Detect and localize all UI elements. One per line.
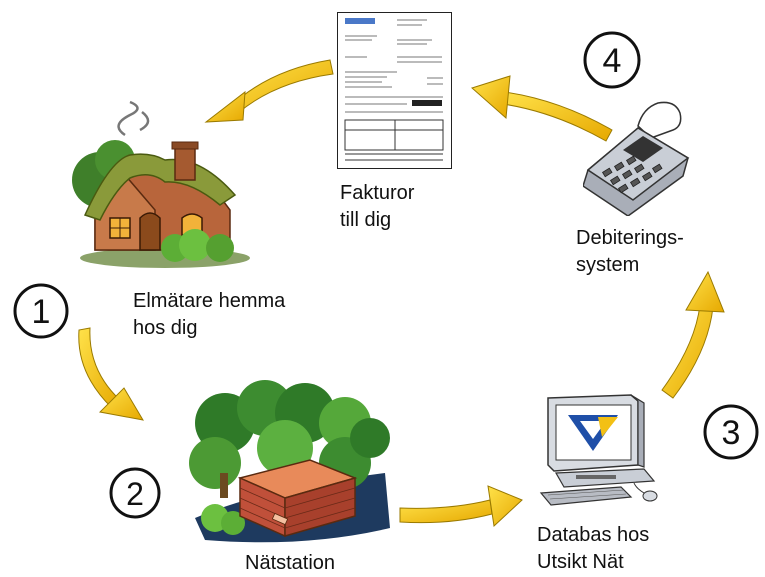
- invoice-label: Fakturor till dig: [340, 180, 414, 234]
- step-number-2: 2: [108, 466, 162, 520]
- computer-label-line2: Utsikt Nät: [537, 551, 624, 573]
- arrow-house-to-substation: [78, 327, 144, 421]
- house-label: Elmätare hemma hos dig: [133, 288, 285, 342]
- computer-node: [536, 393, 666, 508]
- invoice-label-line2: till dig: [340, 209, 392, 231]
- invoice-label-line1: Fakturor: [340, 182, 415, 204]
- calculator-node: [583, 98, 693, 216]
- step-number-2-text: 2: [126, 476, 144, 512]
- substation-icon: [189, 380, 390, 543]
- arrow-invoice-to-house: [204, 59, 334, 123]
- calculator-label: Debiterings- system: [576, 225, 684, 279]
- step-number-4-text: 4: [603, 42, 622, 80]
- computer-label: Databas hos Utsikt Nät: [537, 522, 649, 576]
- house-label-line1: Elmätare hemma: [133, 290, 286, 312]
- house-label-line2: hos dig: [133, 317, 198, 339]
- step-number-3-text: 3: [722, 414, 741, 452]
- substation-node: [185, 378, 395, 548]
- invoice-node: [337, 12, 452, 169]
- substation-label-line1: Nätstation: [245, 552, 336, 574]
- step-number-1-text: 1: [32, 293, 51, 331]
- calculator-label-line1: Debiterings-: [576, 227, 684, 249]
- step-number-4: 4: [582, 30, 642, 90]
- house-node: [70, 100, 250, 270]
- computer-label-line1: Databas hos: [537, 524, 650, 546]
- step-number-1: 1: [12, 282, 70, 340]
- calculator-label-line2: system: [576, 254, 640, 276]
- calculator-icon: [583, 101, 690, 216]
- step-number-3: 3: [702, 403, 760, 461]
- arrow-calculator-to-invoice: [471, 75, 613, 142]
- computer-icon: [539, 394, 658, 506]
- substation-label: Nätstation: [245, 550, 335, 577]
- arrow-substation-to-computer: [399, 485, 523, 528]
- arrow-computer-to-calculator: [661, 270, 725, 399]
- invoice-document-icon: [337, 12, 452, 169]
- house-icon: [72, 100, 250, 268]
